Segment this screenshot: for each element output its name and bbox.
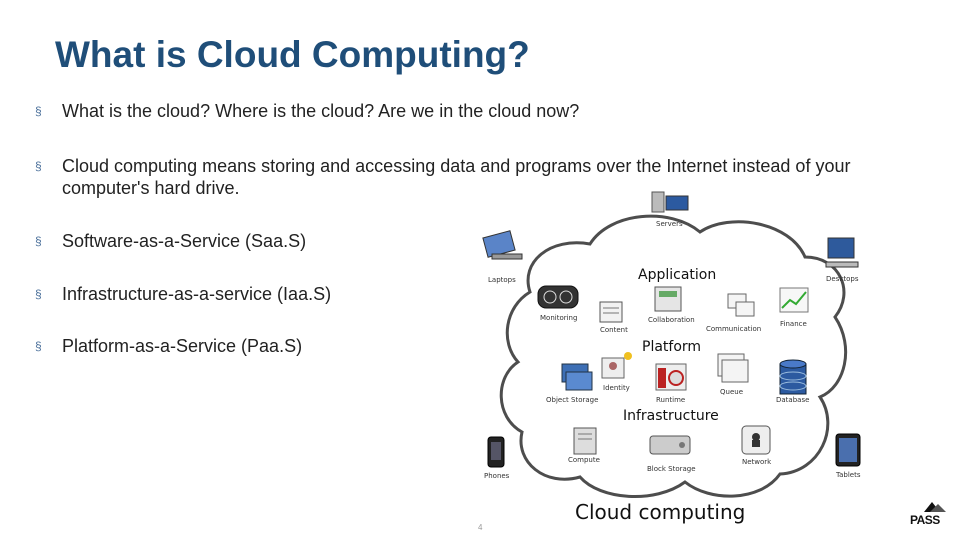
desktop-icon [825, 237, 859, 268]
layer-infrastructure-label: Infrastructure [623, 408, 719, 424]
diagram-caption: Cloud computing [575, 500, 745, 524]
identity-label: Identity [603, 384, 630, 392]
object-storage-icon [561, 363, 593, 391]
communication-label: Communication [706, 325, 761, 333]
finance-label: Finance [780, 320, 807, 328]
bullet-text: What is the cloud? Where is the cloud? A… [62, 101, 580, 121]
network-label: Network [742, 458, 772, 466]
bullet-text: Cloud computing means storing and access… [62, 156, 851, 198]
phones-label: Phones [484, 472, 510, 480]
content-icon [599, 301, 623, 323]
compute-label: Compute [568, 456, 600, 464]
slide-title: What is Cloud Computing? [55, 34, 530, 75]
servers-label: Servers [656, 220, 683, 228]
network-icon [741, 425, 771, 455]
queue-icon [717, 353, 749, 383]
compute-icon [573, 427, 597, 455]
bullet-marker: § [35, 159, 42, 173]
bullet-marker: § [35, 104, 42, 118]
tablets-label: Tablets [835, 471, 861, 479]
runtime-label: Runtime [656, 396, 685, 404]
database-label: Database [776, 396, 809, 404]
identity-icon [601, 352, 632, 379]
finance-icon [779, 287, 809, 313]
laptop-icon [482, 230, 523, 260]
monitoring-icon [537, 285, 579, 309]
servers-icon [651, 191, 689, 213]
bullet-marker: § [35, 287, 42, 301]
desktops-label: Desktops [826, 275, 859, 283]
monitoring-label: Monitoring [540, 314, 577, 322]
pass-logo: PASS [910, 500, 950, 530]
cloud-computing-diagram: Application Platform Infrastructure Clou… [482, 191, 861, 524]
bullet-text: Software-as-a-Service (Saa.S) [62, 231, 307, 251]
logo-mark-icon [924, 502, 946, 512]
runtime-icon [655, 363, 687, 391]
collaboration-label: Collaboration [648, 316, 695, 324]
layer-application-label: Application [638, 267, 716, 283]
phone-icon [487, 436, 505, 468]
queue-label: Queue [720, 388, 743, 396]
communication-icon [727, 293, 755, 317]
block-storage-label: Block Storage [647, 465, 696, 473]
logo-text: PASS [910, 513, 940, 527]
database-icon [779, 359, 807, 395]
laptops-label: Laptops [488, 276, 516, 284]
content-label: Content [600, 326, 628, 334]
page-number: 4 [478, 523, 483, 532]
bullet-marker: § [35, 234, 42, 248]
bullet-marker: § [35, 339, 42, 353]
object-storage-label: Object Storage [546, 396, 598, 404]
bullet-text: Platform-as-a-Service (Paa.S) [62, 336, 303, 356]
tablet-icon [835, 433, 861, 467]
bullet-text: Infrastructure-as-a-service (Iaa.S) [62, 284, 332, 304]
collaboration-icon [654, 286, 682, 312]
layer-platform-label: Platform [642, 339, 701, 355]
block-storage-icon [649, 435, 691, 455]
